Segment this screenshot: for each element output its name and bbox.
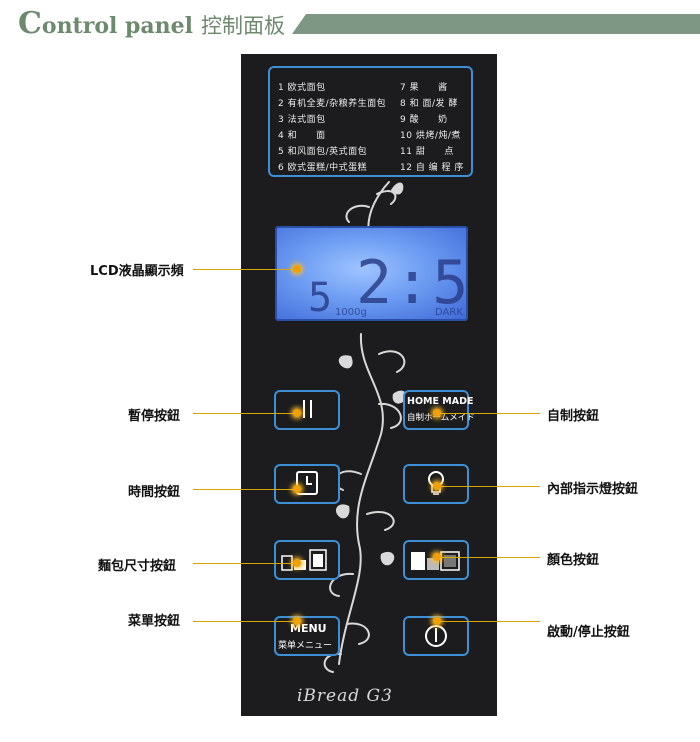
pause-icon	[303, 400, 312, 418]
light-button[interactable]	[403, 464, 469, 504]
indicator-start	[433, 617, 441, 625]
menu-item-1: 1 欧式面包	[278, 83, 326, 93]
indicator-menu	[293, 617, 301, 625]
menu-item-3: 3 法式面包	[278, 115, 326, 125]
callout-homemade: 自制按鈕	[547, 409, 600, 424]
home-made-label-en: HOME MADE	[407, 396, 474, 407]
brand-logo: iBread G3	[297, 686, 393, 706]
title-zh: 控制面板	[201, 14, 285, 38]
callout-lcd: LCD液晶顯示頻	[90, 264, 184, 279]
menu-item-2: 2 有机全麦/杂粮养生面包	[278, 99, 387, 109]
lcd-time: 2:50	[356, 248, 468, 318]
program-menu-list: 1 欧式面包 2 有机全麦/杂粮养生面包 3 法式面包 4 和 面 5 和风面包…	[268, 66, 473, 177]
indicator-color	[433, 553, 441, 561]
indicator-lcd	[293, 265, 301, 273]
menu-item-10: 10 烘烤/炖/煮	[400, 131, 461, 141]
home-made-label-jp: 自制ホームメイド	[407, 413, 475, 423]
callout-time: 時間按鈕	[128, 485, 181, 500]
menu-item-5: 5 和风面包/英式面包	[278, 147, 368, 157]
menu-item-9: 9 酸 奶	[400, 115, 448, 125]
callout-color: 顏色按鈕	[547, 553, 600, 568]
indicator-homemade	[433, 409, 441, 417]
menu-item-11: 11 甜 点	[400, 147, 454, 157]
callout-start: 啟動/停止按鈕	[547, 625, 630, 640]
leader-menu	[193, 621, 297, 622]
callout-pause: 暫停按鈕	[128, 409, 181, 424]
title-en-rest: ontrol panel	[41, 13, 193, 39]
menu-item-6: 6 欧式蛋糕/中式蛋糕	[278, 163, 368, 173]
leader-start	[437, 621, 540, 622]
leader-pause	[193, 413, 297, 414]
loaf-size-button[interactable]	[274, 540, 340, 580]
indicator-light	[433, 482, 441, 490]
header-band	[292, 14, 700, 34]
menu-item-12: 12 自 编 程 序	[400, 163, 464, 173]
menu-button[interactable]: MENU 菜单メニュー	[274, 616, 340, 656]
power-icon	[425, 625, 447, 647]
leader-color	[437, 557, 540, 558]
loaf-size-icon	[281, 549, 327, 571]
pause-button[interactable]	[274, 390, 340, 430]
callout-size: 麵包尺寸按鈕	[98, 559, 177, 574]
menu-item-8: 8 和 面/发 酵	[400, 99, 458, 109]
leader-light	[437, 486, 540, 487]
leader-size	[193, 563, 297, 564]
leader-time	[193, 489, 297, 490]
indicator-time	[293, 485, 301, 493]
lcd-display: 5 2:50 1000g DARK	[275, 226, 468, 321]
menu-label-jp: 菜单メニュー	[278, 641, 333, 651]
lcd-program-number: 5	[308, 275, 333, 321]
menu-item-4: 4 和 面	[278, 131, 326, 141]
leader-lcd	[193, 269, 297, 270]
crust-color-icon	[411, 551, 460, 571]
callout-menu: 菜單按鈕	[128, 614, 181, 629]
title-en-initial: C	[18, 6, 42, 41]
callout-light: 內部指示燈按鈕	[547, 482, 639, 497]
lcd-crust: DARK	[435, 307, 463, 318]
time-button[interactable]	[274, 464, 340, 504]
menu-label-en: MENU	[290, 622, 327, 635]
control-panel: 1 欧式面包 2 有机全麦/杂粮养生面包 3 法式面包 4 和 面 5 和风面包…	[241, 54, 497, 716]
lcd-weight: 1000g	[335, 307, 367, 318]
menu-item-7: 7 果 酱	[400, 83, 448, 93]
clock-icon	[296, 471, 318, 495]
indicator-pause	[293, 409, 301, 417]
indicator-size	[293, 559, 301, 567]
leader-homemade	[437, 413, 540, 414]
